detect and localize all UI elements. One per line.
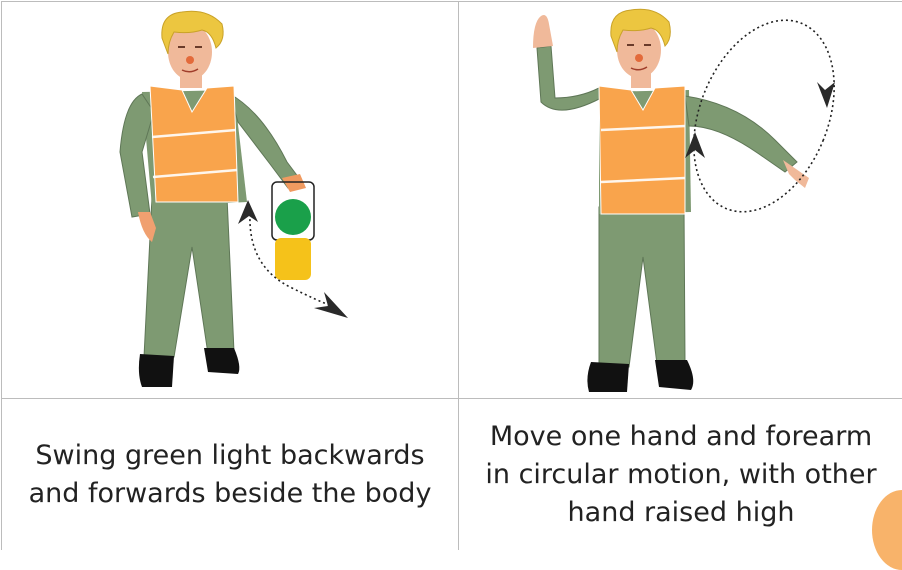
signal-table: Swing green light backwards and forwards… <box>0 0 902 548</box>
caption-left-line-1: Swing green light backwards <box>29 437 432 475</box>
worker-with-lamp-illustration <box>2 2 460 400</box>
caption-right: Move one hand and forearm in circular mo… <box>459 399 902 550</box>
worker-figure-icon <box>120 11 306 387</box>
caption-cell-left: Swing green light backwards and forwards… <box>1 398 459 550</box>
caption-left: Swing green light backwards and forwards… <box>2 399 458 550</box>
caption-right-line-1: Move one hand and forearm <box>485 418 876 456</box>
green-light-lamp-icon <box>272 182 314 280</box>
worker-circular-motion-illustration <box>459 2 902 400</box>
signal-illustration-cell-right <box>458 1 902 399</box>
caption-right-line-3: hand raised high <box>485 494 876 532</box>
caption-right-line-2: in circular motion, with other <box>485 456 876 494</box>
caption-left-line-2: and forwards beside the body <box>29 475 432 513</box>
worker-raised-hand-figure-icon <box>533 9 809 392</box>
caption-cell-right: Move one hand and forearm in circular mo… <box>458 398 902 550</box>
signal-illustration-cell-left <box>1 1 459 399</box>
